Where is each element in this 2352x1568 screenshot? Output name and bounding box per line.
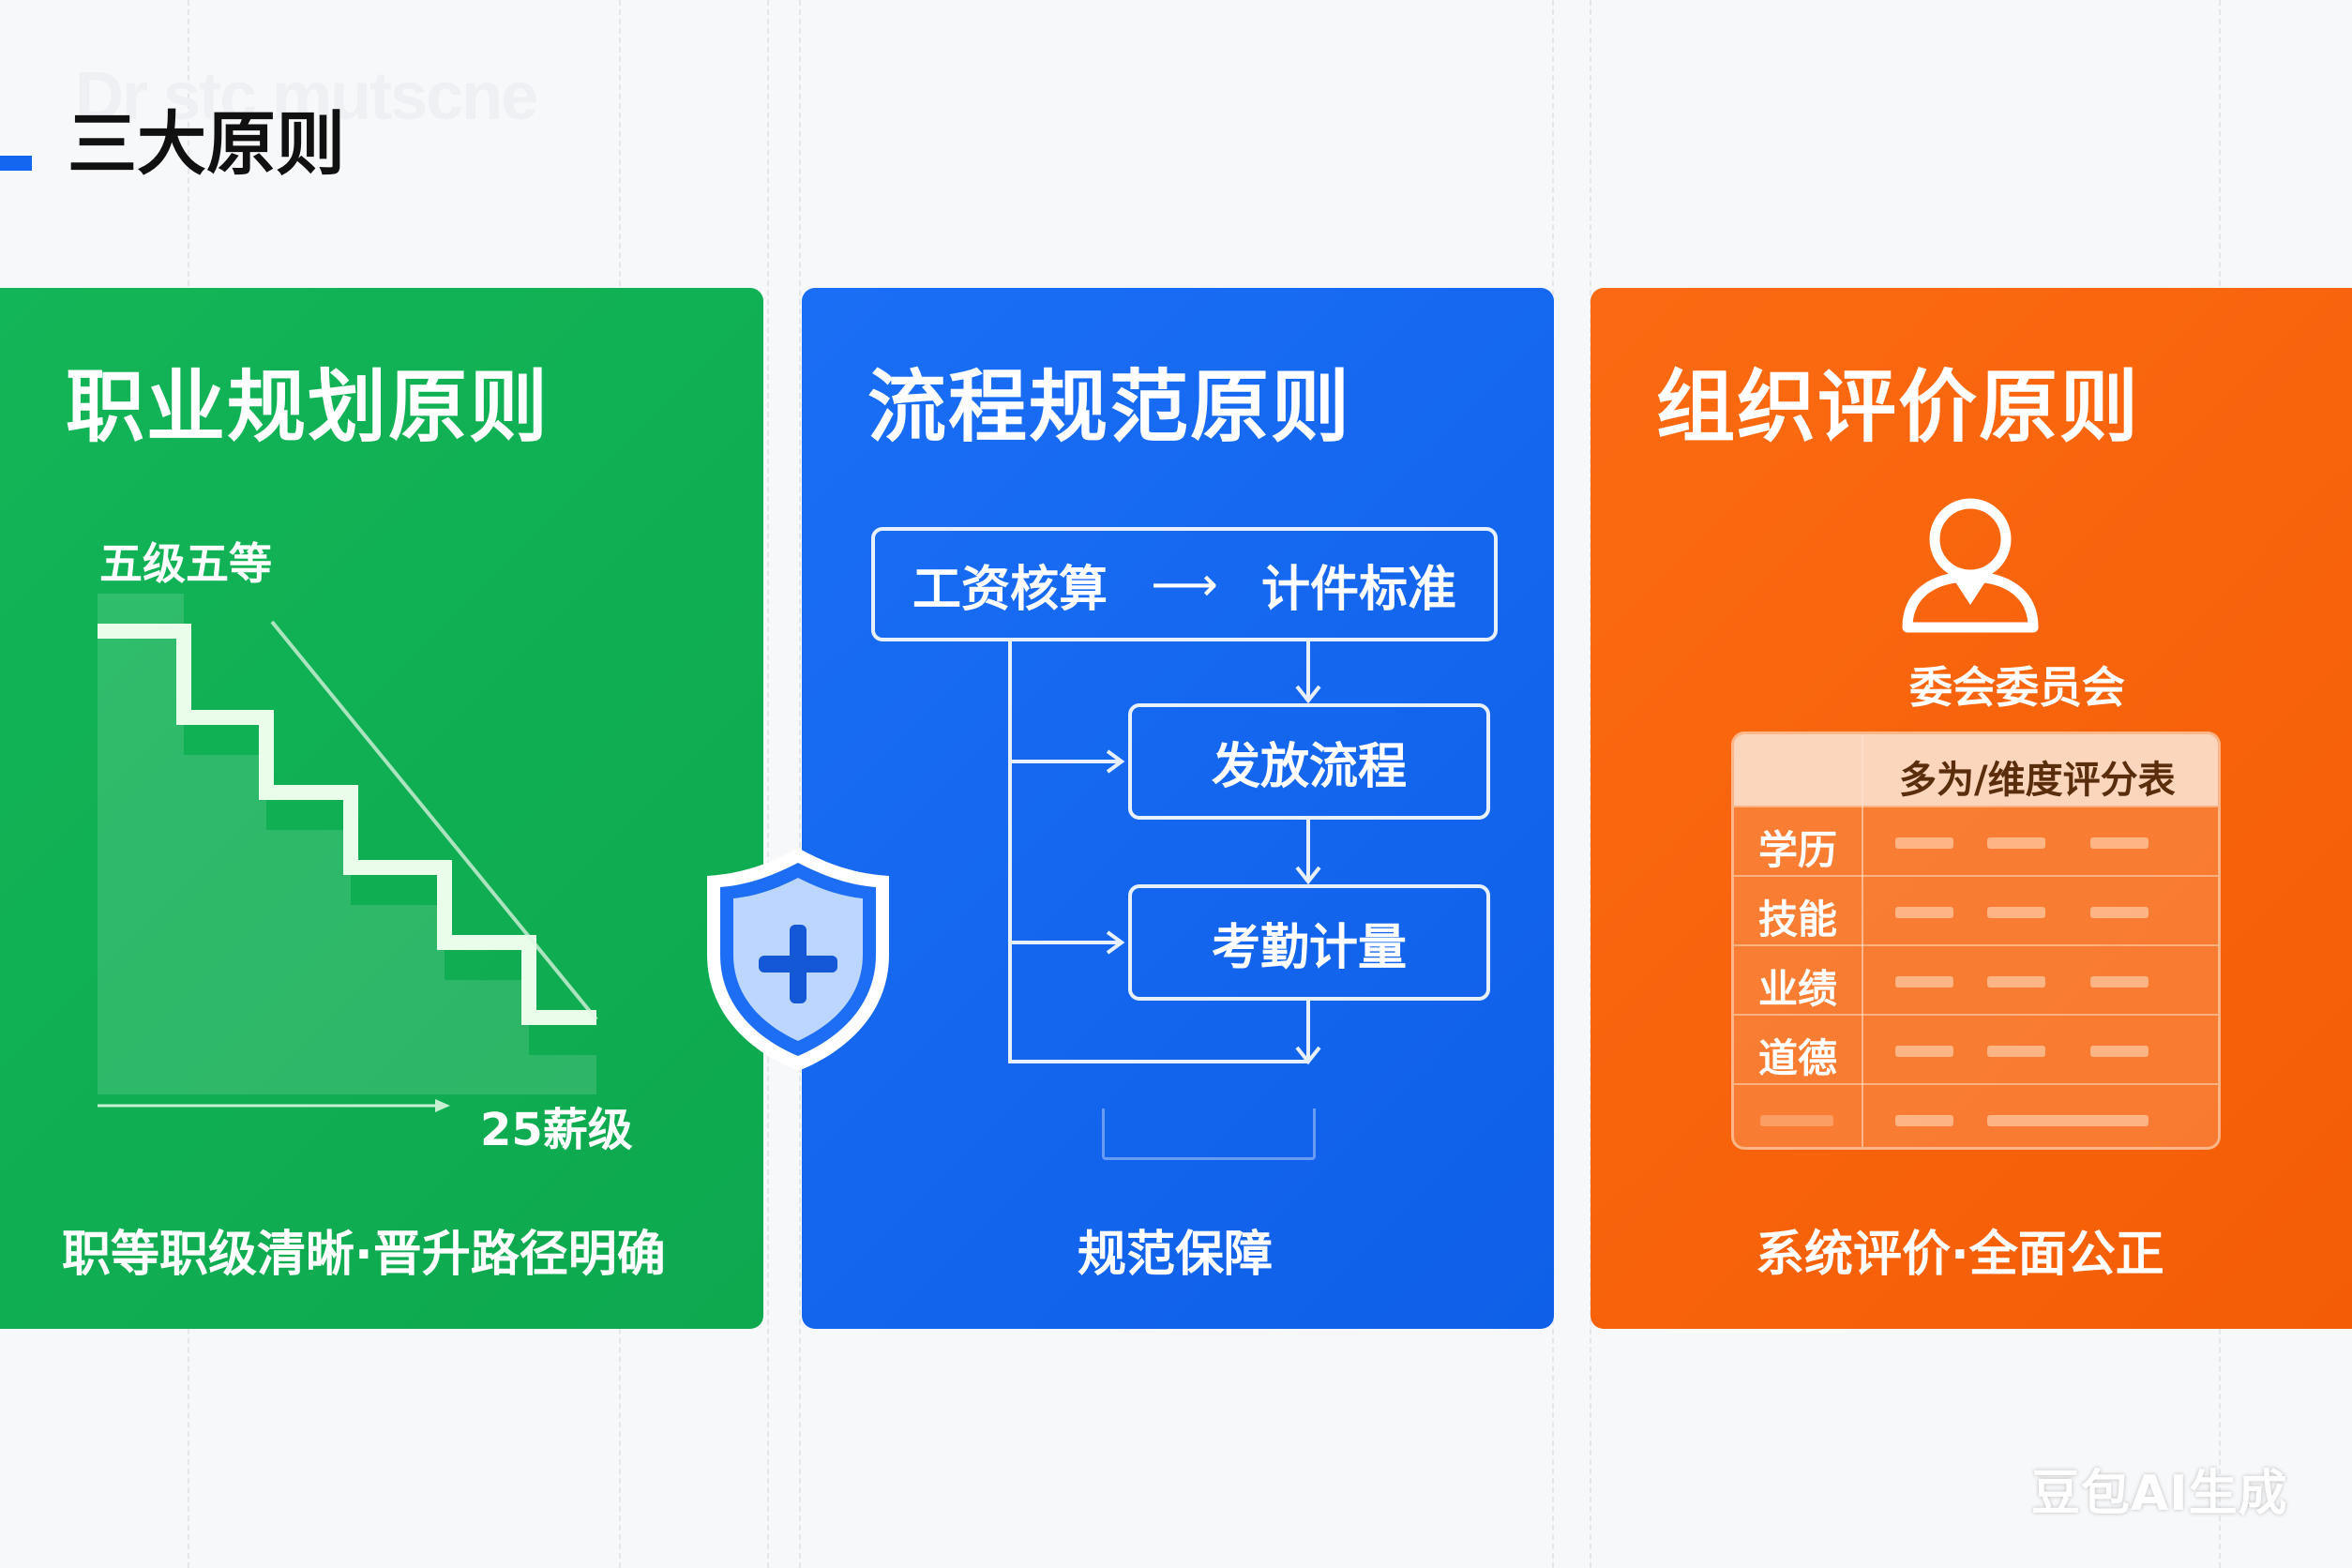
score-cell (1987, 1115, 2148, 1126)
row-label: 学历 (1758, 827, 1838, 873)
table-header (1734, 734, 2218, 806)
row-label: 技能 (1758, 897, 1838, 942)
score-cell (1895, 1115, 1953, 1126)
evaluation-principle-card: 组织评价原则 委会委员会 多为/维度评分表 学历 技能 业绩 道德 (1591, 288, 2352, 1329)
table-row: 业绩 (1734, 944, 2218, 1016)
score-cell (2090, 976, 2148, 988)
payroll-to-piecework-box: 工资核算 ⟶ 计件标准 (871, 527, 1498, 641)
guide-line (767, 0, 769, 1568)
salary-grade-label: 25薪级 (480, 1104, 633, 1156)
piecework-label: 计件标准 (1260, 561, 1456, 618)
level-label: 五级五等 (99, 538, 272, 589)
score-cell (1895, 837, 1953, 849)
payroll-label: 工资核算 (912, 561, 1108, 618)
score-cell (1760, 1115, 1833, 1126)
table-row (1734, 1083, 2218, 1147)
scoring-table: 多为/维度评分表 学历 技能 业绩 道德 (1731, 731, 2221, 1150)
score-cell (2090, 1046, 2148, 1057)
card-title: 流程规范原则 (867, 361, 1352, 453)
score-cell (1987, 976, 2045, 988)
shield-plus-icon (707, 848, 889, 1071)
score-cell (1895, 1046, 1953, 1057)
row-label: 业绩 (1758, 966, 1838, 1012)
score-cell (1895, 976, 1953, 988)
release-process-box: 发放流程 (1128, 703, 1490, 820)
guide-line (799, 0, 801, 1568)
score-cell (2090, 907, 2148, 918)
process-principle-card: 流程规范原则 工资核算 ⟶ 计件标准 发放流程 考勤计量 规范保障 (802, 288, 1554, 1329)
staircase-graphic (98, 594, 598, 1112)
score-cell (2090, 837, 2148, 849)
table-divider (1862, 734, 1863, 1147)
card-footer: 系统评价·全面公正 (1756, 1227, 2164, 1283)
table-row: 学历 (1734, 806, 2218, 877)
card-title: 组织评价原则 (1656, 361, 2141, 453)
table-row: 技能 (1734, 875, 2218, 946)
watermark: 豆包AI生成 (2031, 1466, 2288, 1522)
tray-graphic (1102, 1108, 1316, 1160)
card-title: 职业规划原则 (66, 361, 550, 453)
ghost-heading: Dr stc mutscne (75, 59, 538, 134)
score-cell (1987, 1046, 2045, 1057)
committee-label: 委会委员会 (1909, 662, 2125, 713)
score-cell (1987, 837, 2045, 849)
score-cell (1987, 907, 2045, 918)
attendance-box: 考勤计量 (1128, 884, 1490, 1001)
person-icon (1902, 498, 2039, 633)
table-header-label: 多为/维度评分表 (1899, 759, 2176, 802)
score-cell (1895, 907, 1953, 918)
flow-connectors (1008, 641, 1321, 1065)
page-title: 三大原则 (68, 104, 345, 185)
card-footer: 规范保障 (1078, 1227, 1274, 1283)
row-label: 道德 (1758, 1035, 1838, 1081)
career-principle-card: 职业规划原则 五级五等 25薪级 职等职级清晰·晋升路径明确 (0, 288, 763, 1329)
title-accent-bar (0, 156, 32, 171)
card-footer: 职等职级清晰·晋升路径明确 (62, 1227, 666, 1283)
table-row: 道德 (1734, 1014, 2218, 1085)
right-arrow-icon: ⟶ (1151, 557, 1218, 611)
